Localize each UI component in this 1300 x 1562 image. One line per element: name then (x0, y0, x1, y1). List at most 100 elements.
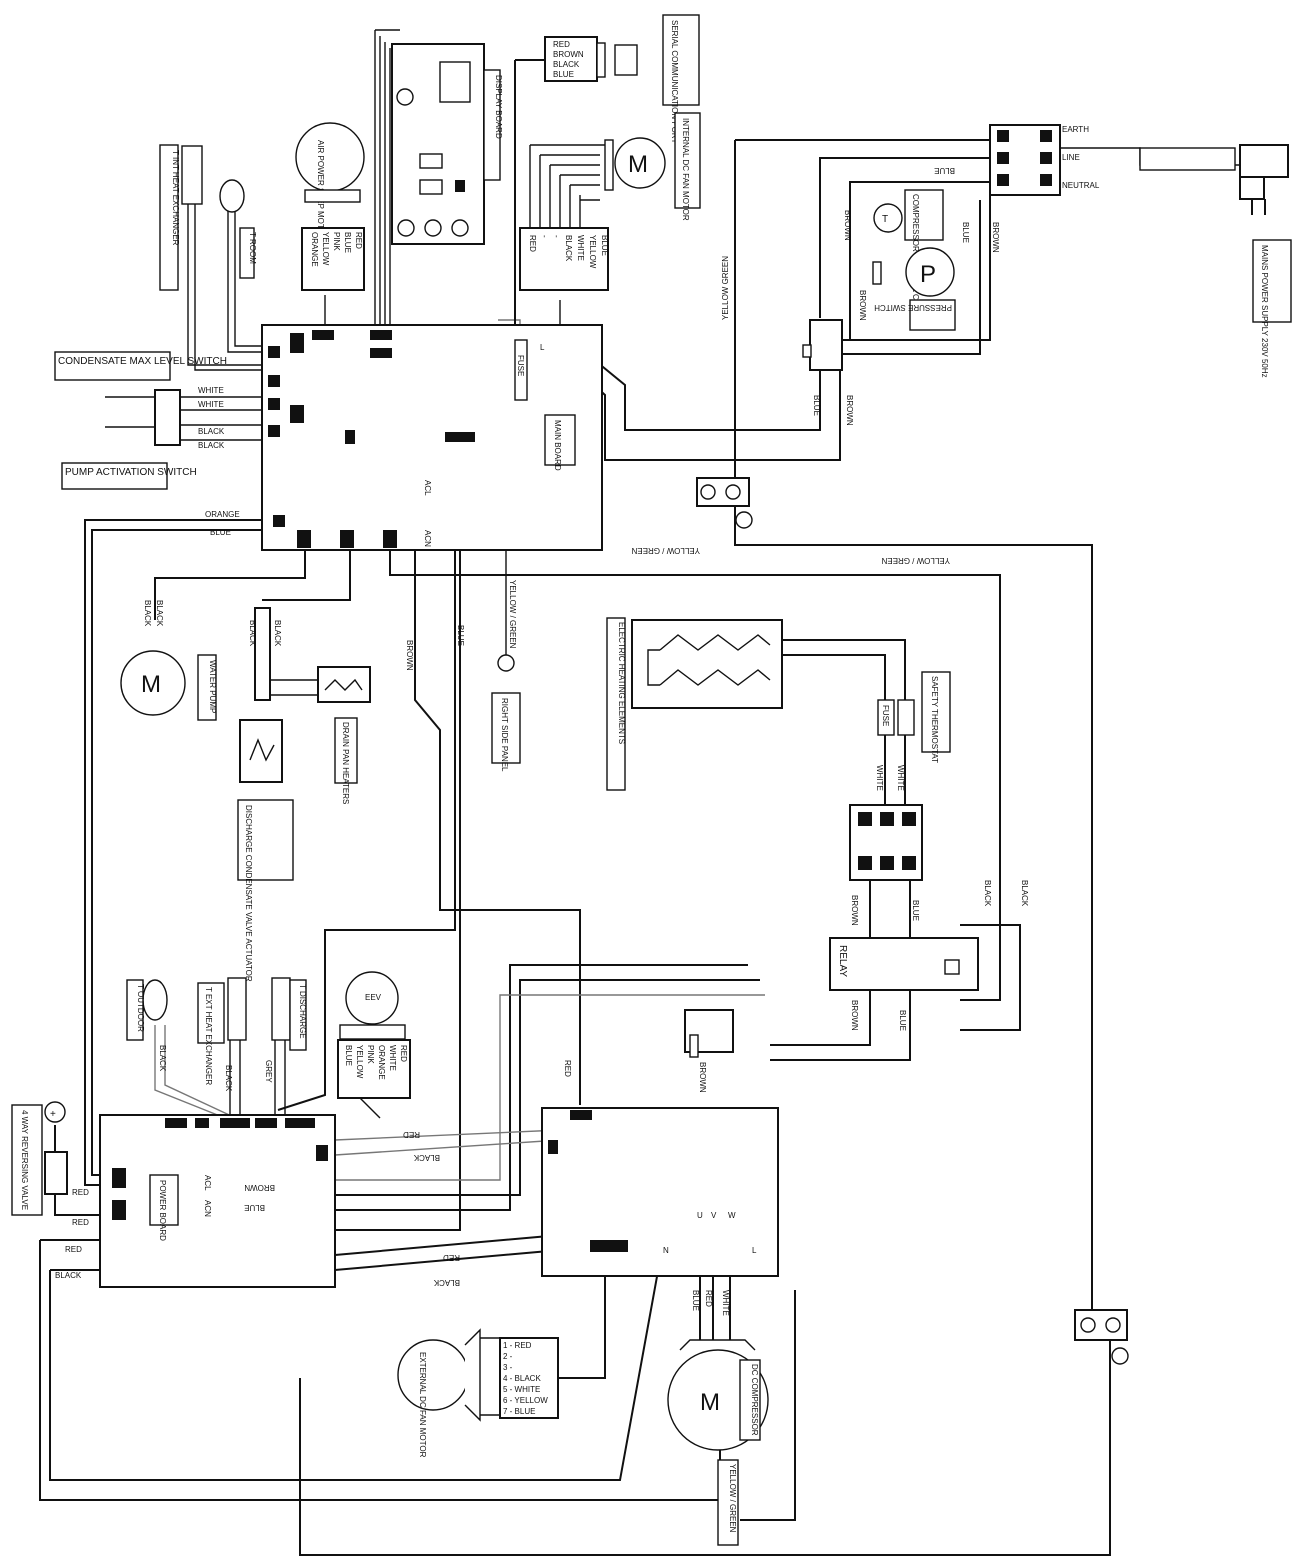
t-discharge-label: T DISCHARGE (298, 984, 307, 1039)
t-ext-label: T EXT HEAT EXCHANGER (204, 987, 213, 1085)
t-int-heat-exchanger-sensor: T INT HEAT EXCHANGER (159, 144, 203, 291)
main-board-label: MAIN BOARD (553, 420, 562, 471)
louver-wire-2: YELLOW (321, 232, 330, 266)
wire-black-1: BLACK (198, 427, 225, 436)
pump-activation-switch: PUMP ACTIVATION SWITCH (61, 462, 197, 490)
right-side-panel-label: RIGHT SIDE PANEL (500, 698, 509, 772)
display-board: DISPLAY BOARD (391, 43, 503, 245)
earth-terminal-bottom (1074, 1309, 1129, 1365)
t-room-label: T ROOM (248, 232, 257, 264)
fan-wire-3: - (552, 235, 561, 238)
eev-wire-3: PINK (366, 1045, 375, 1064)
water-pump: M BLACK BLACK WATER PUMP (120, 600, 217, 721)
four-way-valve-label: 4 WAY REVERSING VALVE (20, 1110, 29, 1210)
electric-heating-elements: ELECTRIC HEATING ELEMENTS FUSE SAFETY TH… (606, 617, 951, 881)
t-room-sensor: T ROOM (219, 179, 257, 279)
t-outdoor-label: T OUTDOOR (136, 984, 145, 1032)
fan-wire-5: WHITE (576, 235, 585, 261)
wire-black-2: BLACK (198, 441, 225, 450)
heater-white-2: WHITE (896, 765, 905, 791)
compressor-thermal-cutout: T COMPRESSOR THERMAL CUT OUT P PRESSURE … (721, 189, 1000, 426)
terminal-earth: EARTH (1062, 125, 1089, 134)
fan-wire-7: BLUE (600, 235, 609, 256)
ext-fan-wire-3: 3 - (503, 1363, 513, 1372)
four-way-reversing-valve: 4 WAY REVERSING VALVE + RED RED RED BLAC… (11, 1101, 89, 1280)
serial-communication-port: RED BROWN BLACK BLUE SERIAL COMMUNICATIO… (544, 14, 700, 144)
earth-symbol-center (497, 654, 515, 672)
inverter-board: RED U V W N L BLUE RED WHITE BROWN (541, 1009, 779, 1316)
external-fan-motor: EXTERNAL DC FAN MOTOR 1 - RED 2 - 3 - 4 … (397, 1328, 559, 1458)
serial-port-label: SERIAL COMMUNICATION PORT (670, 20, 679, 144)
inv-white: WHITE (721, 1290, 730, 1316)
wire-brown-vertical: BROWN (405, 640, 414, 671)
earth-terminal-top (696, 477, 753, 529)
pb-red-2: RED (443, 1253, 460, 1262)
inv-red-2: RED (704, 1290, 713, 1307)
wire-brown-2: BROWN (991, 222, 1000, 253)
ext-fan-wire-1: 1 - RED (503, 1341, 532, 1350)
pb-blue: BLUE (244, 1203, 265, 1212)
fan-motor-symbol: M (628, 151, 648, 178)
eev-wire-6: RED (399, 1045, 408, 1062)
ext-fan-wire-7: 7 - BLUE (503, 1407, 535, 1416)
mains-power-label: MAINS POWER SUPPLY 230V 50Hz (1260, 245, 1269, 378)
discharge-condensate-valve-actuator: DISCHARGE CONDENSATE VALVE ACTUATOR (237, 719, 294, 982)
valve-plus: + (50, 1109, 56, 1120)
ext-fan-wire-2: 2 - (503, 1352, 513, 1361)
louver-wire-4: BLUE (343, 232, 352, 253)
pump-switch-label: PUMP ACTIVATION SWITCH (65, 467, 197, 478)
serial-wire-1: RED (553, 40, 570, 49)
wire-blue-2: BLUE (961, 222, 970, 243)
t-discharge-grey: GREY (264, 1060, 273, 1083)
wire-brown-1: BROWN (843, 210, 852, 241)
wire-blue-mains: BLUE (934, 166, 955, 175)
main-board: FUSE MAIN BOARD L ACL ACN ORANGE BLUE YE… (205, 324, 700, 555)
relay-label: RELAY (837, 945, 848, 977)
inv-w: W (728, 1211, 736, 1220)
pb-acn: ACN (203, 1200, 212, 1217)
fan-wire-6: YELLOW (588, 235, 597, 269)
main-yg-label: YELLOW / GREEN (631, 546, 700, 555)
t-ext-heat-exchanger-sensor: T EXT HEAT EXCHANGER BLACK (197, 977, 247, 1092)
condensate-max-level-switch: CONDENSATE MAX LEVEL SWITCH WHITE WHITE … (54, 351, 227, 450)
wire-orange-label: ORANGE (205, 510, 240, 519)
main-board-acl: ACL (423, 480, 432, 496)
relay-black-1: BLACK (983, 880, 992, 907)
t-discharge-sensor: T DISCHARGE GREY (264, 977, 307, 1083)
display-board-label: DISPLAY BOARD (494, 75, 503, 139)
power-board: POWER BOARD ACL ACN BROWN BLUE RED BLACK… (99, 1114, 460, 1288)
inv-blue: BLUE (691, 1290, 700, 1311)
relay-brown-2: BROWN (850, 1000, 859, 1031)
pb-brown: BROWN (244, 1183, 275, 1192)
pressure-switch-symbol: P (920, 261, 936, 288)
louver-step-motor: AIR POWER STEP MOTOR ORANGE YELLOW PINK … (295, 122, 365, 291)
eev-wire-1: BLUE (344, 1045, 353, 1066)
pump-black-2: BLACK (155, 600, 164, 627)
louver-wire-5: RED (354, 232, 363, 249)
eev: EEV BLUE YELLOW PINK ORANGE WHITE RED (337, 971, 411, 1099)
eev-wire-4: ORANGE (377, 1045, 386, 1080)
relay: RELAY BROWN BLUE BLACK BLACK BROWN BLUE (829, 880, 1029, 1031)
t-ext-black: BLACK (224, 1065, 233, 1092)
heater-fuse: FUSE (881, 705, 890, 726)
main-board-l-terminal: L (540, 343, 545, 352)
pressure-switch-label: PRESSURE SWITCH (874, 303, 952, 312)
power-board-label: POWER BOARD (158, 1180, 167, 1241)
pb-black: BLACK (413, 1153, 440, 1162)
heater-black-2: BLACK (273, 620, 282, 647)
t-outdoor-sensor: T OUTDOOR BLACK (126, 979, 168, 1072)
wire-white-1: WHITE (198, 386, 224, 395)
ext-fan-wire-4: 4 - BLACK (503, 1374, 541, 1383)
pump-black-1: BLACK (143, 600, 152, 627)
heater-white-1: WHITE (875, 765, 884, 791)
wire-brown-4: BROWN (845, 395, 854, 426)
wire-white-2: WHITE (198, 400, 224, 409)
relay-blue-2: BLUE (898, 1010, 907, 1031)
valve-black: BLACK (55, 1271, 82, 1280)
inv-u: U (697, 1211, 703, 1220)
compressor-yg: YELLOW / GREEN (728, 1464, 737, 1533)
serial-wire-4: BLUE (553, 70, 574, 79)
safety-thermostat-label: SAFETY THERMOSTAT (930, 676, 939, 763)
discharge-actuator-label: DISCHARGE CONDENSATE VALVE ACTUATOR (244, 805, 253, 982)
